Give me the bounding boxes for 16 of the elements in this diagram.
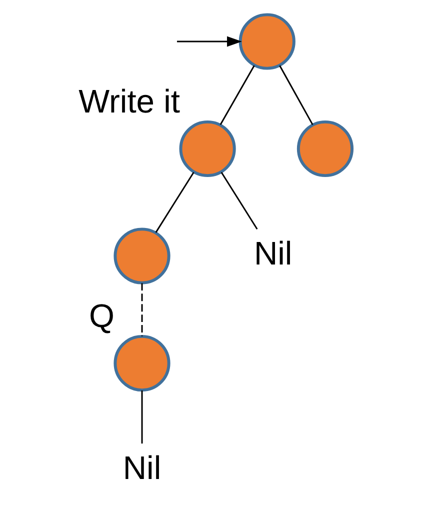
node-label: Q bbox=[88, 296, 114, 334]
node-circle bbox=[113, 228, 170, 284]
arrow bbox=[176, 36, 242, 47]
node-label: Write it bbox=[78, 82, 180, 120]
node-circle bbox=[296, 120, 354, 178]
node-circle bbox=[113, 334, 170, 392]
connector bbox=[220, 172, 258, 230]
connector bbox=[140, 283, 142, 336]
connector bbox=[278, 65, 313, 126]
node-text: Nil bbox=[122, 448, 161, 486]
node-circle bbox=[178, 120, 236, 178]
node-circle bbox=[238, 13, 295, 70]
connector bbox=[140, 390, 142, 444]
connector bbox=[154, 172, 194, 233]
connector bbox=[219, 65, 254, 126]
node-text: Nil bbox=[253, 234, 292, 272]
